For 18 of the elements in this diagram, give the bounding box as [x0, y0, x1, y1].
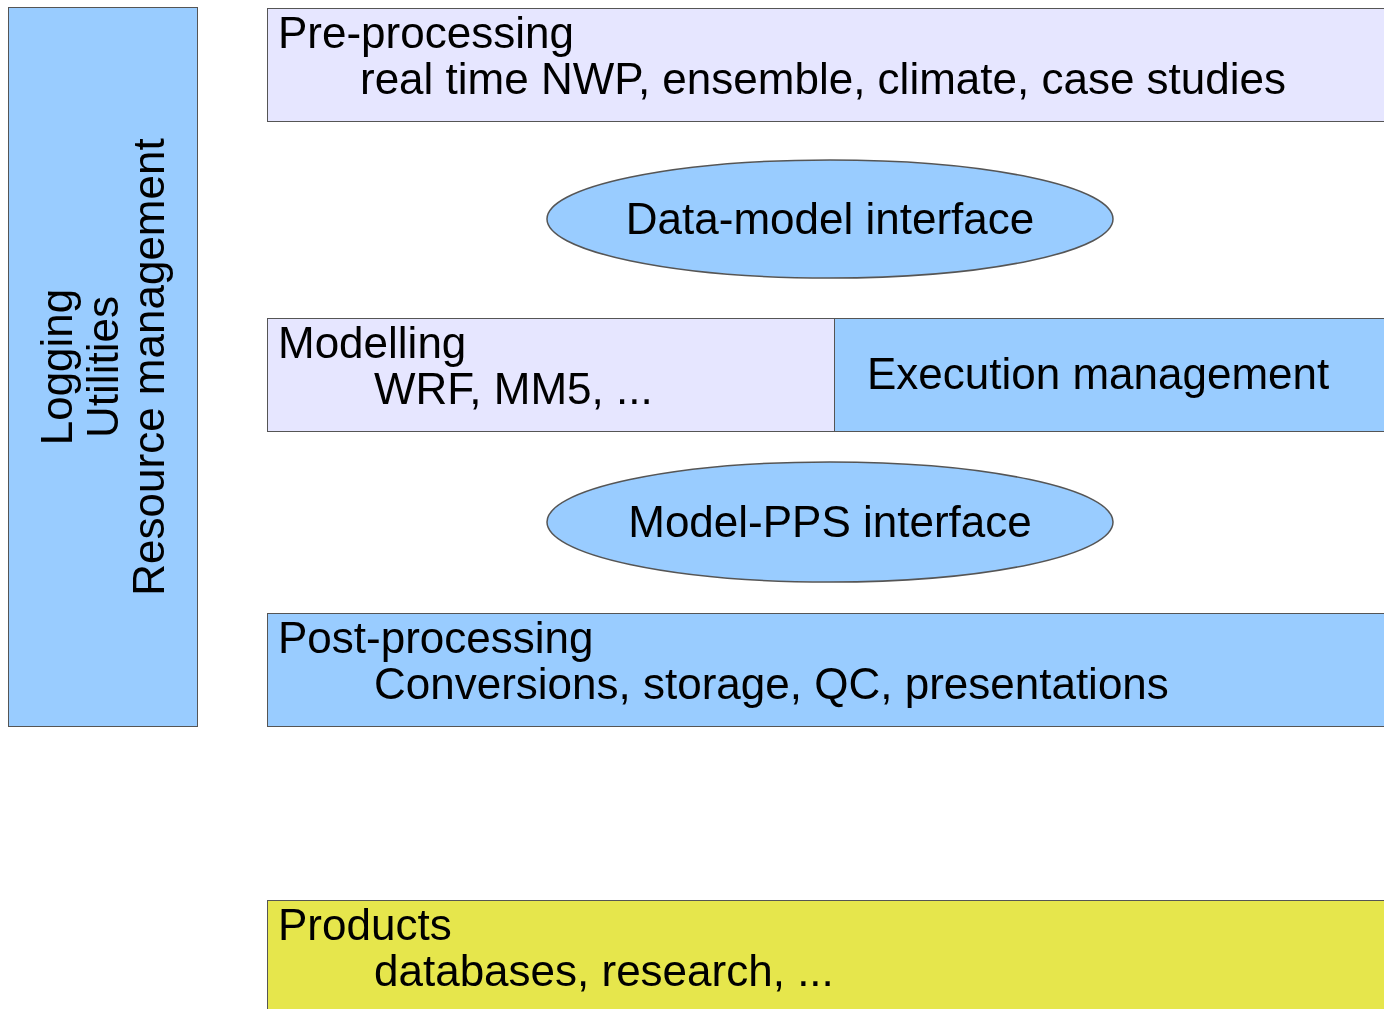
layer-heading: Post-processing	[278, 614, 594, 662]
interface-label: Data-model interface	[624, 195, 1036, 243]
layer-box	[267, 318, 835, 432]
layer-heading: Products	[278, 901, 452, 949]
layer-heading: Pre-processing	[278, 9, 574, 57]
interface-label: Model-PPS interface	[627, 498, 1033, 546]
layer-heading: Execution management	[867, 350, 1330, 398]
layer-heading: Modelling	[278, 319, 467, 367]
layer-description: databases, research, ...	[374, 947, 834, 995]
layer-box	[267, 8, 1384, 122]
layer-box	[834, 318, 1384, 432]
layer-box	[267, 613, 1384, 727]
layer-box	[267, 900, 1384, 1009]
sidebar-label: Logging	[33, 288, 80, 445]
sidebar-label: Resource management	[125, 137, 172, 596]
interface-ellipse	[546, 159, 1114, 279]
sidebar-box	[8, 7, 198, 727]
interface-ellipse	[546, 461, 1114, 583]
